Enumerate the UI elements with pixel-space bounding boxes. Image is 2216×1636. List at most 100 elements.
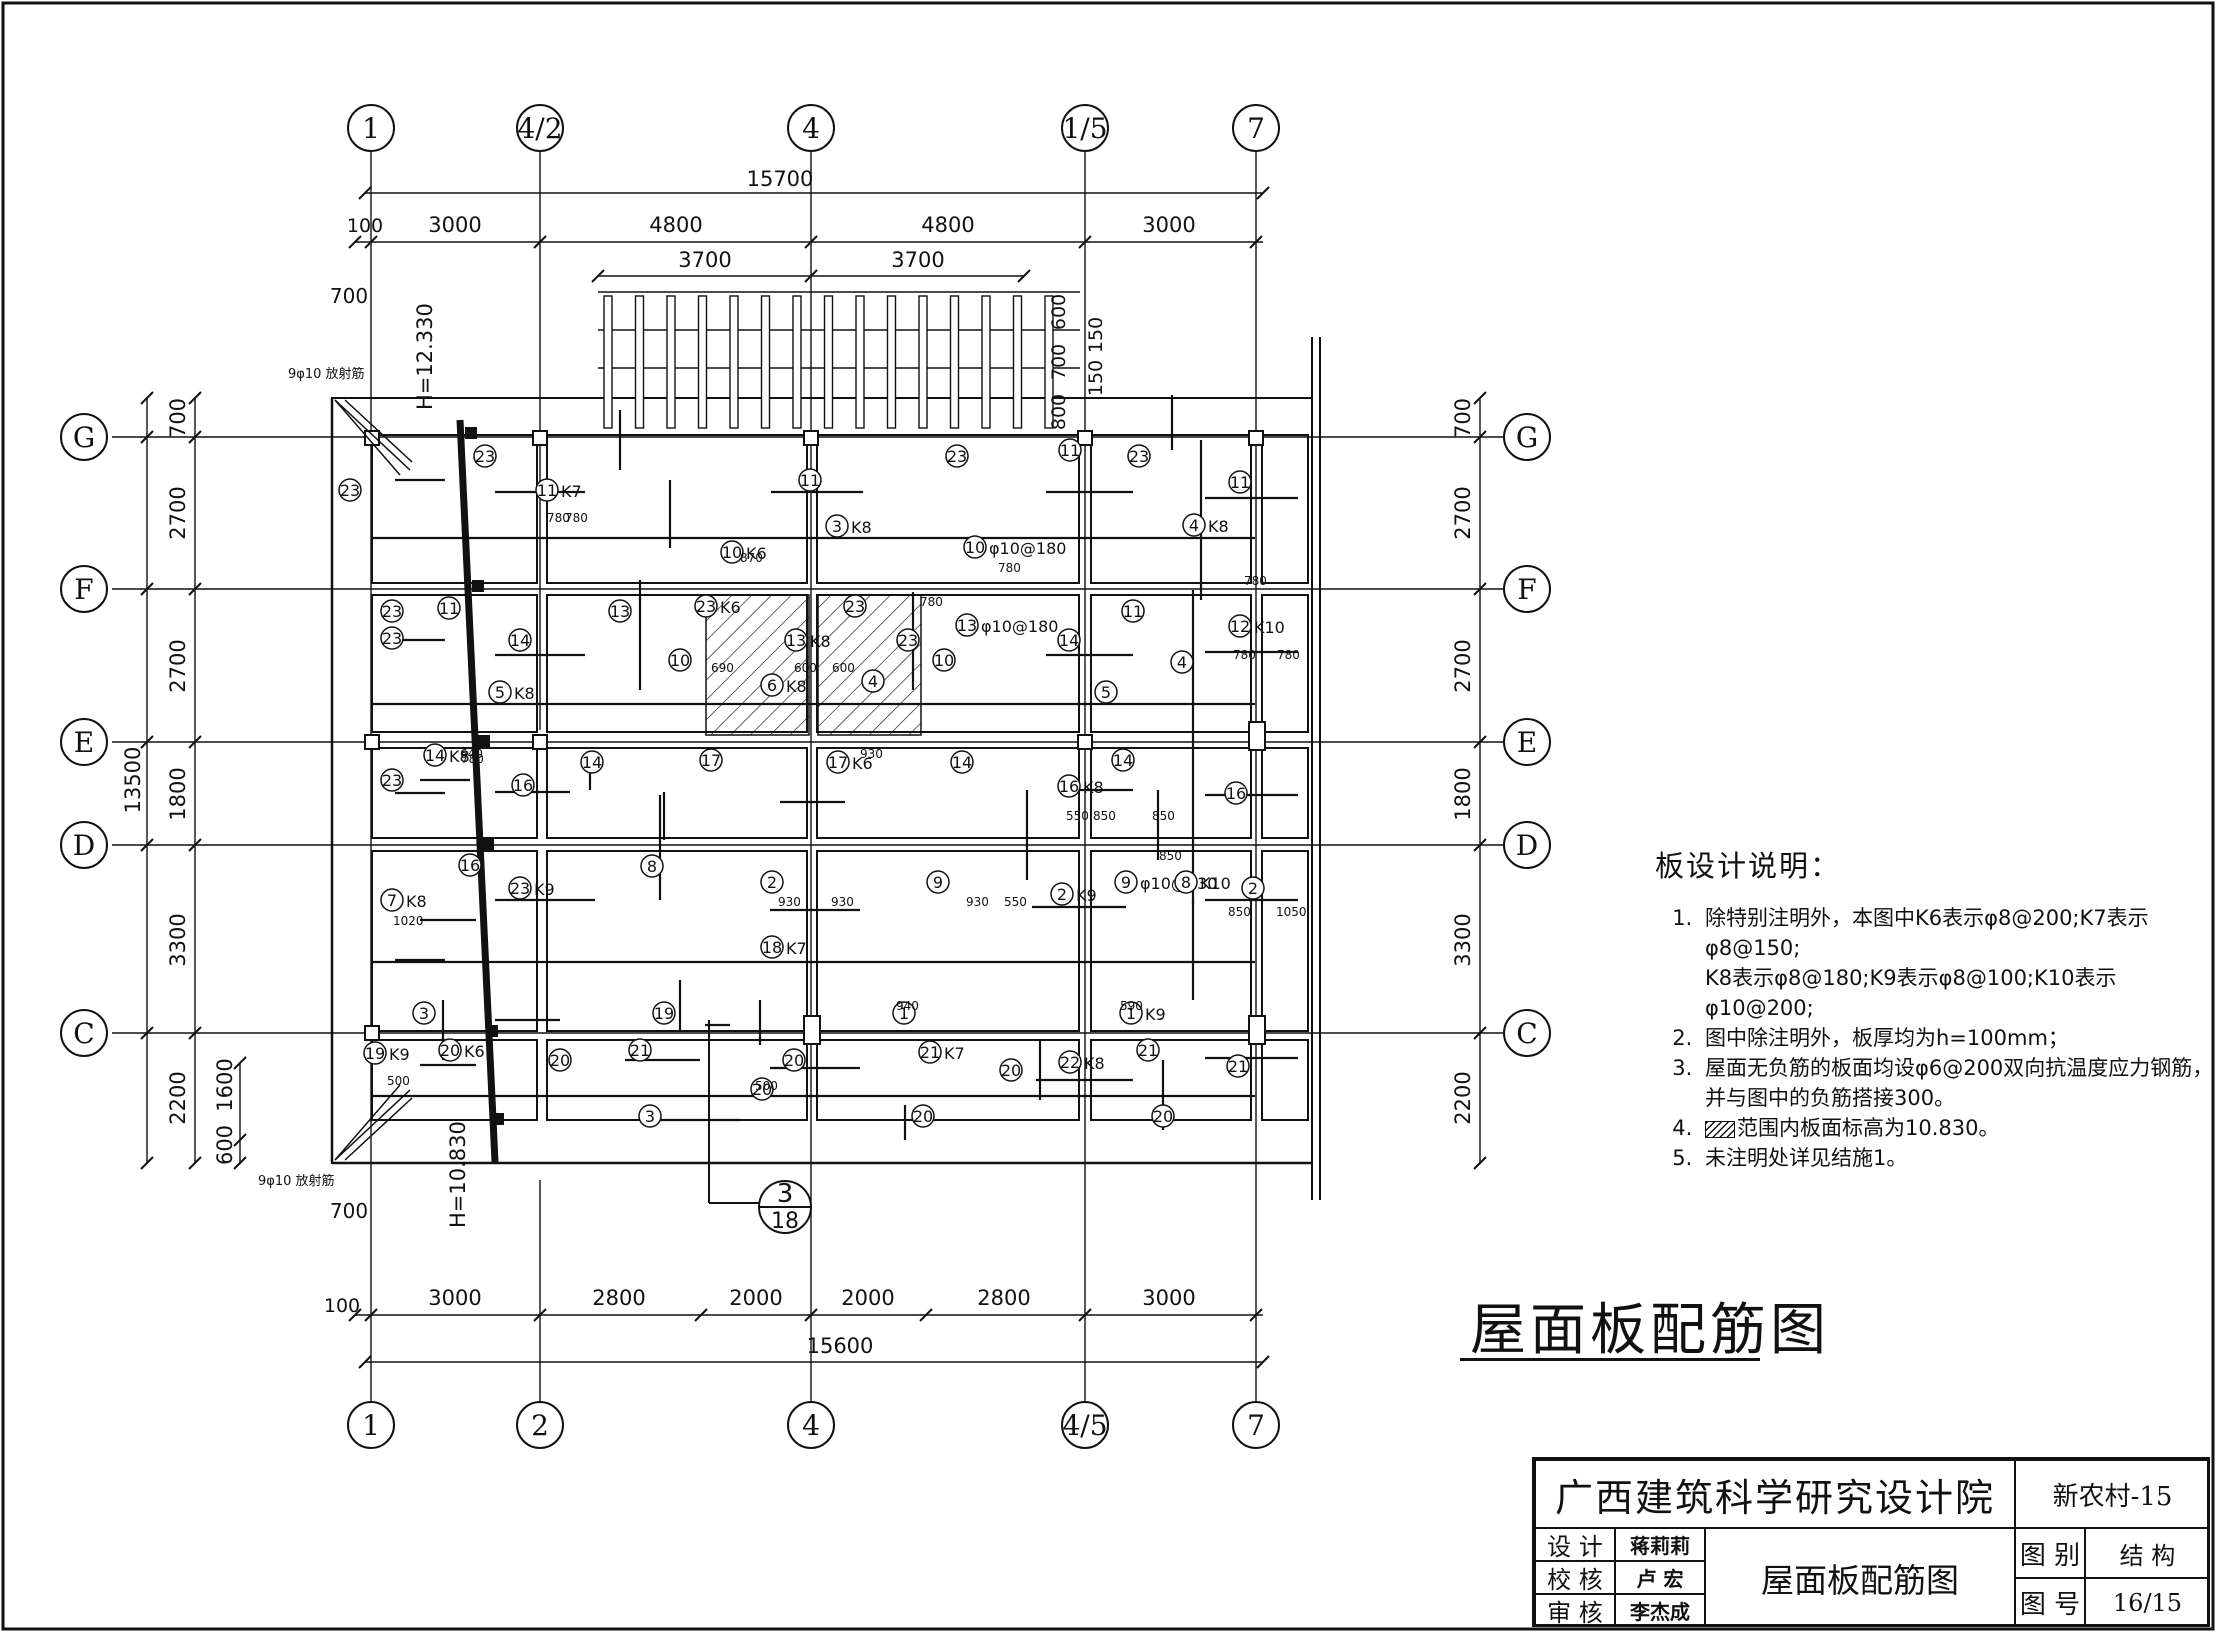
bar-label-number: 5 bbox=[495, 683, 505, 702]
dim-bottom-seg-4: 2000 bbox=[841, 1286, 894, 1310]
note-2: 图中除注明外，板厚均为h=100mm； bbox=[1699, 1023, 2215, 1053]
small-dim-25: 940 bbox=[896, 999, 919, 1013]
bar-label-type: K8 bbox=[1084, 1054, 1105, 1073]
dim-bottom-seg-1: 3000 bbox=[428, 1286, 481, 1310]
dim-pergola-side-1: 150 bbox=[1085, 317, 1107, 353]
axis-bottom-2: 4 bbox=[787, 1401, 835, 1449]
bar-label-number: 22 bbox=[1060, 1053, 1080, 1072]
bar-label-number: 8 bbox=[647, 857, 657, 876]
bar-label-41: 16 bbox=[1224, 781, 1248, 805]
axis-top-2-label: 4 bbox=[802, 112, 820, 145]
eave-dim-bottom: 700 bbox=[330, 1199, 368, 1223]
bar-label-number: 10 bbox=[965, 538, 985, 557]
bar-label-number: 23 bbox=[1129, 447, 1149, 466]
bar-label-7: 11 bbox=[1228, 470, 1252, 494]
axis-left-1-label: F bbox=[74, 573, 93, 606]
radial-bar-label-top: 9φ10 放射筋 bbox=[288, 366, 365, 382]
dim-pergola-side-3: 700 bbox=[1048, 344, 1070, 380]
dim-left-total: 13500 bbox=[121, 747, 145, 814]
note-1-line-1: 除特别注明外，本图中K6表示φ8@200;K7表示φ8@150; bbox=[1705, 906, 2149, 960]
axis-right-3: D bbox=[1503, 821, 1551, 869]
notes-title: 板设计说明： bbox=[1655, 849, 1842, 883]
bar-label-51: 2 bbox=[1241, 876, 1265, 900]
dim-bottom-seg-6: 3000 bbox=[1142, 1286, 1195, 1310]
axis-top-3: 1/5 bbox=[1061, 104, 1109, 152]
bar-label-43: 8 bbox=[640, 854, 664, 878]
bar-label-number: 9 bbox=[1121, 873, 1131, 892]
bar-label-type: K10 bbox=[1200, 874, 1231, 893]
bar-label-number: 16 bbox=[460, 856, 480, 875]
dim-pergola-side-2: 150 bbox=[1085, 360, 1107, 396]
bar-label-36: 17 bbox=[699, 748, 723, 772]
dim-left-seg-1: 2700 bbox=[166, 486, 190, 539]
axis-bottom-4: 7 bbox=[1232, 1401, 1280, 1449]
small-dim-10: 780 bbox=[920, 595, 943, 609]
note-1: 除特别注明外，本图中K6表示φ8@200;K7表示φ8@150;K8表示φ8@1… bbox=[1699, 903, 2215, 1023]
bar-label-38: 14 bbox=[950, 750, 974, 774]
bar-label-number: 23 bbox=[947, 447, 967, 466]
bar-label-34: 16 bbox=[511, 773, 535, 797]
bar-label-number: 13 bbox=[786, 631, 806, 650]
tb-number-label: 图 号 bbox=[2015, 1578, 2085, 1627]
bar-label-number: 10 bbox=[722, 543, 742, 562]
tb-check-label: 校 核 bbox=[1535, 1561, 1615, 1594]
bar-label-type: K8 bbox=[810, 632, 831, 651]
bar-label-30: 5 bbox=[1094, 680, 1118, 704]
bar-label-60: 21 bbox=[628, 1038, 652, 1062]
small-dim-22: 850 bbox=[1228, 905, 1251, 919]
bar-label-type: K9 bbox=[1076, 886, 1097, 905]
drawing-title: 屋面板配筋图 bbox=[1470, 1298, 1830, 1363]
pergola-slat bbox=[886, 295, 897, 429]
note-5-text: 未注明处详见结施1。 bbox=[1705, 1146, 1908, 1170]
bar-label-42: 16 bbox=[458, 853, 482, 877]
axis-bottom-1-label: 2 bbox=[531, 1409, 549, 1442]
bar-label-type: K7 bbox=[786, 939, 807, 958]
bar-label-number: 7 bbox=[387, 891, 397, 910]
sloped-wall bbox=[456, 419, 504, 1163]
bar-label-number: 23 bbox=[340, 481, 360, 500]
dim-pergola-1: 3700 bbox=[891, 248, 944, 272]
bar-label-number: 23 bbox=[510, 879, 530, 898]
bar-label-type: K8 bbox=[449, 747, 470, 766]
bar-label-number: 16 bbox=[1226, 784, 1246, 803]
bar-label-number: 21 bbox=[1228, 1057, 1248, 1076]
tb-project: 新农村-15 bbox=[2015, 1460, 2210, 1528]
bar-label-0: 23 bbox=[473, 444, 497, 468]
tb-review-name: 李杰成 bbox=[1615, 1594, 1705, 1627]
small-dim-16: 930 bbox=[966, 895, 989, 909]
pergola-slat bbox=[949, 295, 960, 429]
axis-top-2: 4 bbox=[787, 104, 835, 152]
dim-left-extra-1: 600 bbox=[213, 1125, 237, 1165]
small-dim-24: 1020 bbox=[393, 914, 424, 928]
bar-label-number: 11 bbox=[537, 481, 557, 500]
bar-label-66: 20 bbox=[750, 1077, 774, 1101]
bar-label-27: 10 bbox=[932, 648, 956, 672]
bar-label-type: K8 bbox=[1083, 778, 1104, 797]
axis-left-1: F bbox=[60, 565, 108, 613]
axis-right-4-label: C bbox=[1516, 1017, 1537, 1050]
axis-top-1-label: 4/2 bbox=[517, 112, 562, 145]
axis-bottom-0-label: 1 bbox=[362, 1409, 380, 1442]
bar-label-number: 20 bbox=[1153, 1107, 1173, 1126]
small-dim-9: 780 bbox=[1244, 574, 1267, 588]
bar-label-number: 20 bbox=[550, 1051, 570, 1070]
axis-bottom-0: 1 bbox=[347, 1401, 395, 1449]
small-dim-6: 600 bbox=[832, 661, 855, 675]
bar-label-number: 23 bbox=[475, 447, 495, 466]
bar-label-number: 19 bbox=[654, 1004, 674, 1023]
bar-label-type: K8 bbox=[851, 518, 872, 537]
small-dim-12: 640 bbox=[460, 747, 483, 761]
bar-label-number: 10 bbox=[670, 651, 690, 670]
